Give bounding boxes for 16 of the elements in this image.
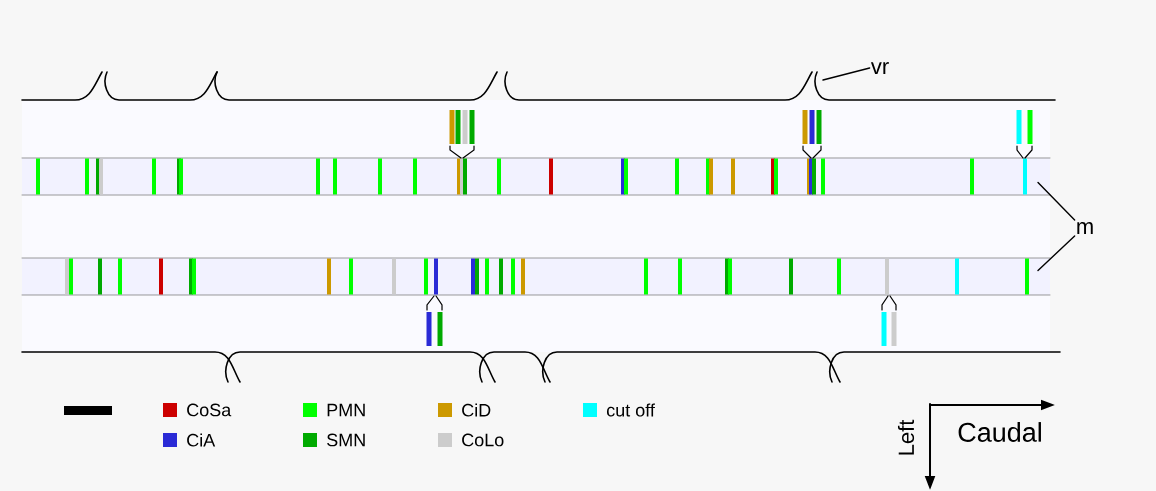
legend-label: SMN [327,433,365,447]
legend-label: CiD [462,403,491,417]
muscle-band [21,157,1051,196]
legend-label: CoLo [462,433,504,447]
leader-line [822,67,871,81]
label-text: m [1077,222,1093,234]
legend-label: CiA [187,433,216,447]
legend-label: CoSa [187,403,232,417]
axis-label: Left [897,419,915,455]
leader-line [1037,181,1076,221]
label-text: vr [870,62,889,74]
legend-label: cut off [607,403,655,417]
leader-line [1037,235,1076,272]
axis-label: Caudal [958,422,1041,442]
legend-label: PMN [327,403,365,417]
muscle-band [21,257,1051,296]
